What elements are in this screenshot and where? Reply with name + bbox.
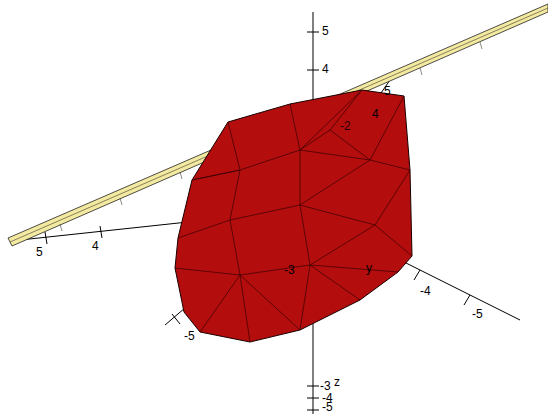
tick-label: 4 xyxy=(322,63,329,75)
tick-label: 4 xyxy=(92,240,99,252)
axis-name: z xyxy=(334,376,340,388)
tick-label: -2 xyxy=(340,120,351,132)
tick-label: 5 xyxy=(384,85,391,97)
tick-label: -3 xyxy=(284,264,295,276)
tick-label: 5 xyxy=(36,246,43,258)
tick-label: -5 xyxy=(472,308,483,320)
tick-label: -3 xyxy=(320,380,331,392)
tick-label: -4 xyxy=(420,285,431,297)
axis-name: y xyxy=(366,262,372,274)
tick-label: 5 xyxy=(322,25,329,37)
tick-label: -5 xyxy=(184,330,195,342)
tick-label: 4 xyxy=(372,108,379,120)
axis-lines xyxy=(20,12,520,414)
ellipsoid-surface xyxy=(175,90,412,342)
tick-label: -5 xyxy=(322,401,333,413)
